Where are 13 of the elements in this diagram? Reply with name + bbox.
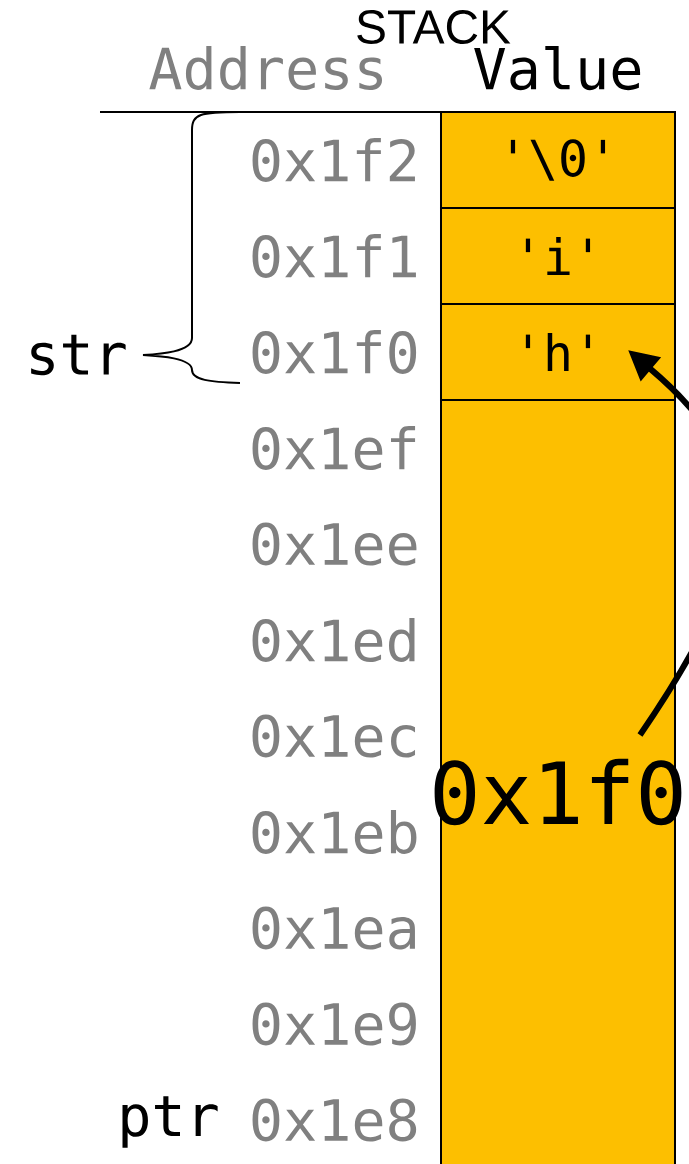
variable-name: ptr [122,1096,218,1148]
address-label: 0x1f0 [252,330,417,374]
address-label: 0x1ef [252,426,416,470]
stack-title: STACK [357,10,511,44]
variable-name: str [31,334,126,376]
address-label: 0x1f2 [252,138,415,182]
column-header: Value [474,45,641,91]
memory-cell: '\0' [440,111,676,209]
address-label: 0x1f1 [252,234,416,278]
address-label: 0x1ee [252,522,417,566]
memory-cell: 'i' [440,207,676,305]
column-header: Address [149,46,382,90]
memory-cell: 'h' [440,303,676,401]
